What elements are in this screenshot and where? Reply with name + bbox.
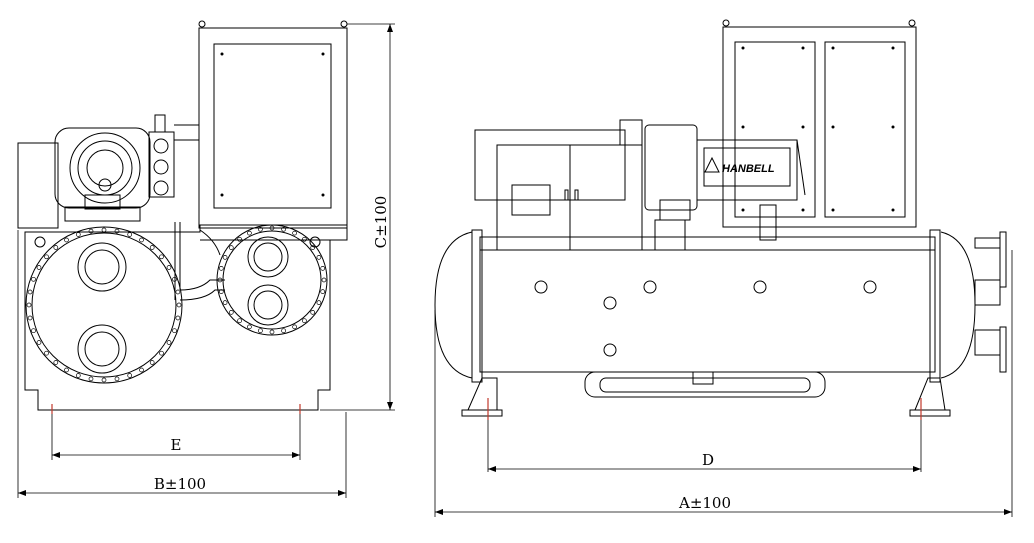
flange-bolt xyxy=(269,225,275,231)
flange-bolt xyxy=(36,340,42,345)
dimension-c-label: C±100 xyxy=(372,196,390,249)
control-cabinet-end xyxy=(198,20,348,229)
flange-bolt xyxy=(269,329,275,335)
flange-bolt xyxy=(218,289,224,294)
base-frame-end xyxy=(24,222,348,411)
flange-bolt xyxy=(302,236,307,242)
flange-bolt xyxy=(218,266,224,271)
flange-bolt xyxy=(302,318,307,324)
dimension-d-label: D xyxy=(702,451,714,469)
flange-bolt xyxy=(237,318,242,324)
flange-bolt xyxy=(292,324,297,330)
compressor-side: HANBELL xyxy=(619,119,806,251)
dimension-b-label: B±100 xyxy=(154,475,206,493)
flange-bolt xyxy=(316,300,322,305)
flange-bolt xyxy=(247,324,252,330)
flange-bolt xyxy=(53,245,59,250)
flange-bolt xyxy=(64,367,69,373)
dimension-e-label: E xyxy=(171,436,182,454)
flange-bolt xyxy=(27,315,33,321)
shell-side xyxy=(434,229,1007,398)
flange-bolt xyxy=(237,236,242,242)
flange-bolt xyxy=(310,245,316,250)
flange-bolt xyxy=(222,300,228,305)
compressor-brand: HANBELL xyxy=(722,163,775,175)
flange-bolt xyxy=(321,277,327,283)
flange-bolt xyxy=(88,376,94,382)
flange-bolt xyxy=(247,230,252,236)
compressor-end xyxy=(17,114,199,229)
flange-bolt xyxy=(310,310,316,315)
flange-bolt xyxy=(88,228,94,234)
flange-bolt xyxy=(166,265,172,270)
evaporator-head xyxy=(25,226,183,384)
flange-bolt xyxy=(44,254,49,260)
feet-side xyxy=(461,377,951,420)
condenser-head xyxy=(216,224,328,336)
dimension-a: A±100 xyxy=(434,250,1013,517)
flange-bolt xyxy=(64,237,69,243)
flange-bolt xyxy=(44,350,49,356)
flange-bolt xyxy=(166,340,172,345)
flange-bolt xyxy=(175,289,181,295)
control-cabinet-side xyxy=(722,19,917,228)
dimension-d: D xyxy=(487,420,922,472)
flange-bolt xyxy=(316,255,322,260)
dimension-e: E xyxy=(51,414,301,460)
dimension-a-label: A±100 xyxy=(678,494,731,512)
flange-bolt xyxy=(149,245,155,250)
flange-bolt xyxy=(139,367,144,373)
flange-bolt xyxy=(175,315,181,321)
flange-bolt xyxy=(320,266,326,271)
flange-bolt xyxy=(258,226,263,232)
flange-bolt xyxy=(281,226,286,232)
flange-bolt xyxy=(101,377,107,383)
flange-bolt xyxy=(228,310,234,315)
flange-bolt xyxy=(258,328,263,334)
dimension-b: B±100 xyxy=(17,230,347,498)
flange-bolt xyxy=(127,373,133,378)
flange-bolt xyxy=(75,232,81,237)
flange-bolt xyxy=(172,276,177,282)
end-view: E B±100 C±100 xyxy=(17,20,395,498)
flange-bolt xyxy=(217,277,223,283)
flange-bolt xyxy=(27,289,33,295)
flange-bolt xyxy=(159,254,164,260)
flange-bolt xyxy=(26,302,32,308)
flange-bolt xyxy=(149,360,155,365)
flange-bolt xyxy=(127,232,133,237)
flange-bolt xyxy=(31,328,36,334)
side-view: HANBELL xyxy=(434,19,1013,517)
flange-bolt xyxy=(75,373,81,378)
flange-bolt xyxy=(31,276,36,282)
flange-bolt xyxy=(228,245,234,250)
flange-bolt xyxy=(114,228,120,234)
flange-bolt xyxy=(53,360,59,365)
flange-bolt xyxy=(281,328,286,334)
flange-bolt xyxy=(172,328,177,334)
dimension-c: C±100 xyxy=(320,23,395,411)
starter-panel xyxy=(474,129,643,251)
flange-bolt xyxy=(159,350,164,356)
flange-bolt xyxy=(292,230,297,236)
flange-bolt xyxy=(101,227,107,233)
flange-bolt xyxy=(139,237,144,243)
flange-bolt xyxy=(114,376,120,382)
flange-bolt xyxy=(176,302,182,308)
flange-bolt xyxy=(36,265,42,270)
flange-bolt xyxy=(222,255,228,260)
flange-bolt xyxy=(320,289,326,294)
